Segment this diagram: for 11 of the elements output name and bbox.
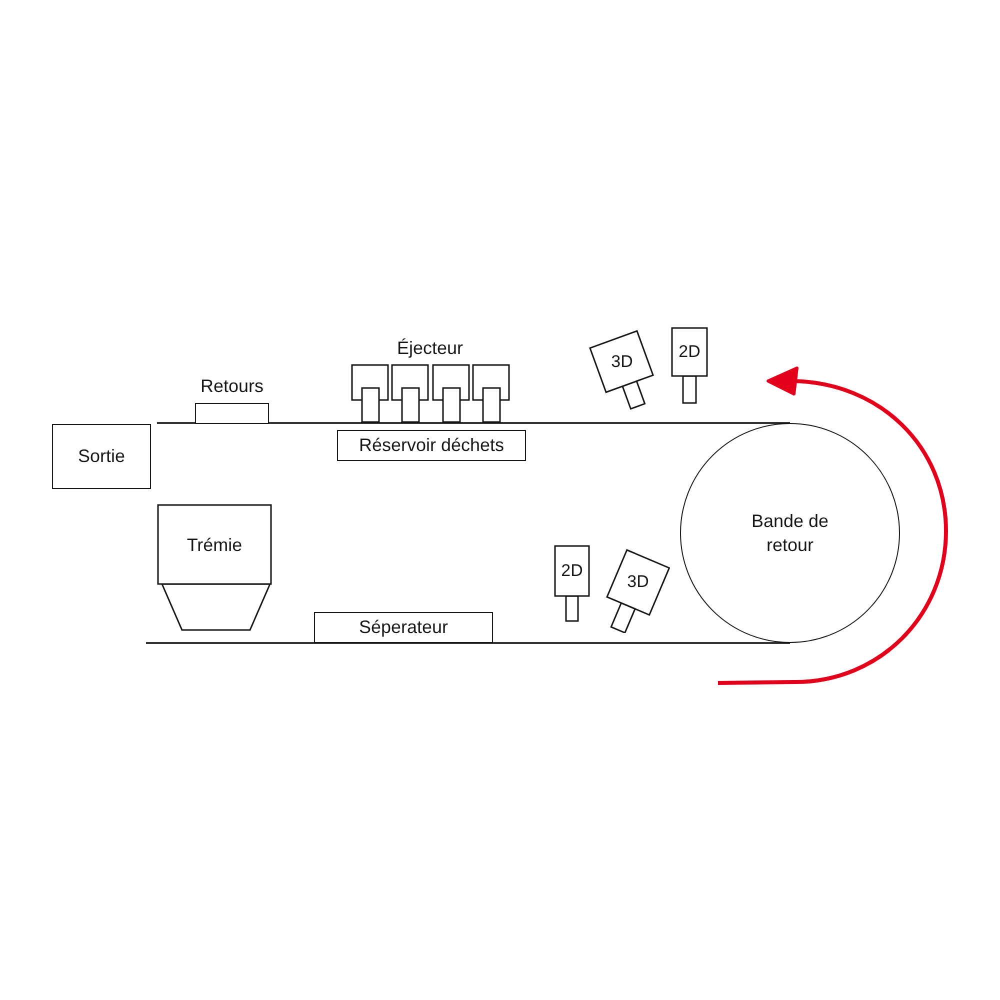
- part-label: Éjecteur: [396, 337, 464, 359]
- camera-label: 3D: [611, 352, 633, 372]
- camera-label: 3D: [627, 572, 649, 592]
- output-station: Sortie: [52, 424, 151, 489]
- camera-label: 2D: [678, 342, 700, 362]
- return-belt-drum: Bande de retour: [680, 423, 900, 643]
- waste-bin: Réservoir déchets: [337, 430, 526, 461]
- separator-unit: Séperateur: [314, 612, 493, 643]
- part-label: Retours: [200, 375, 264, 397]
- part-label: Trémie: [186, 534, 242, 554]
- camera-label: 2D: [561, 561, 583, 581]
